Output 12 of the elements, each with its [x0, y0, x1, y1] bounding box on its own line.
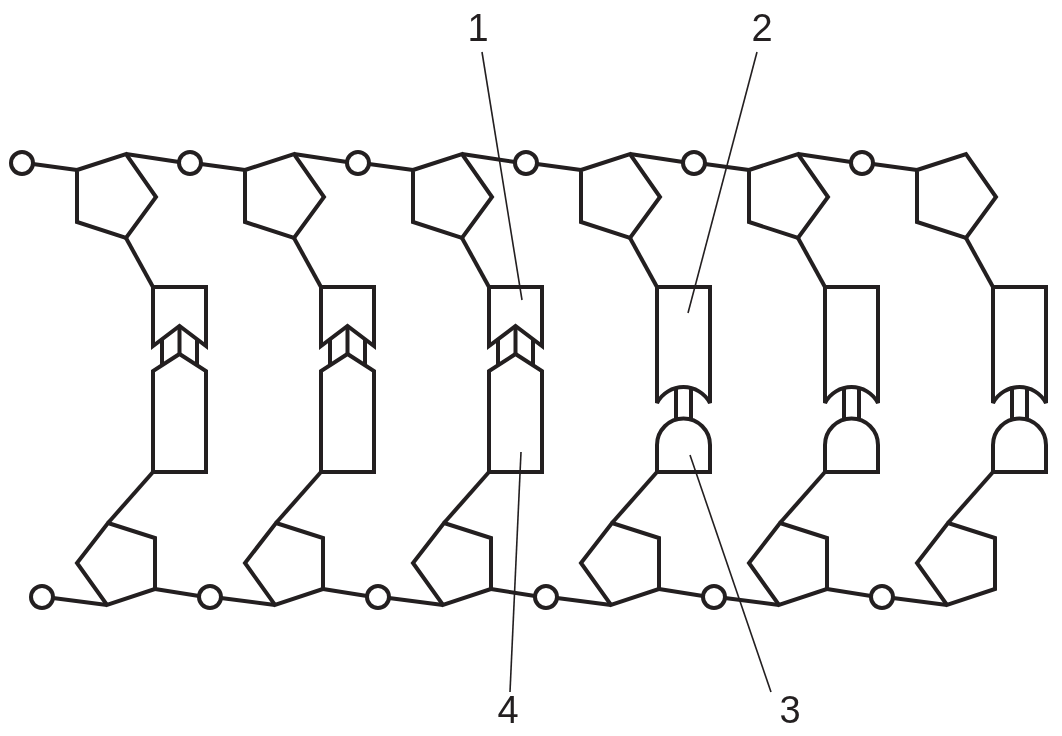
base-block	[655, 416, 712, 474]
base-block	[487, 351, 544, 474]
leader-line	[689, 454, 772, 693]
base-block	[655, 285, 712, 405]
callout-number: 1	[463, 8, 493, 48]
base-block	[487, 285, 544, 350]
callout-number: 4	[493, 690, 523, 730]
callout-number: 2	[747, 8, 777, 48]
leader-line	[509, 451, 522, 693]
leader-line	[481, 51, 523, 301]
callout-number: 3	[775, 690, 805, 730]
leader-line	[687, 51, 758, 314]
